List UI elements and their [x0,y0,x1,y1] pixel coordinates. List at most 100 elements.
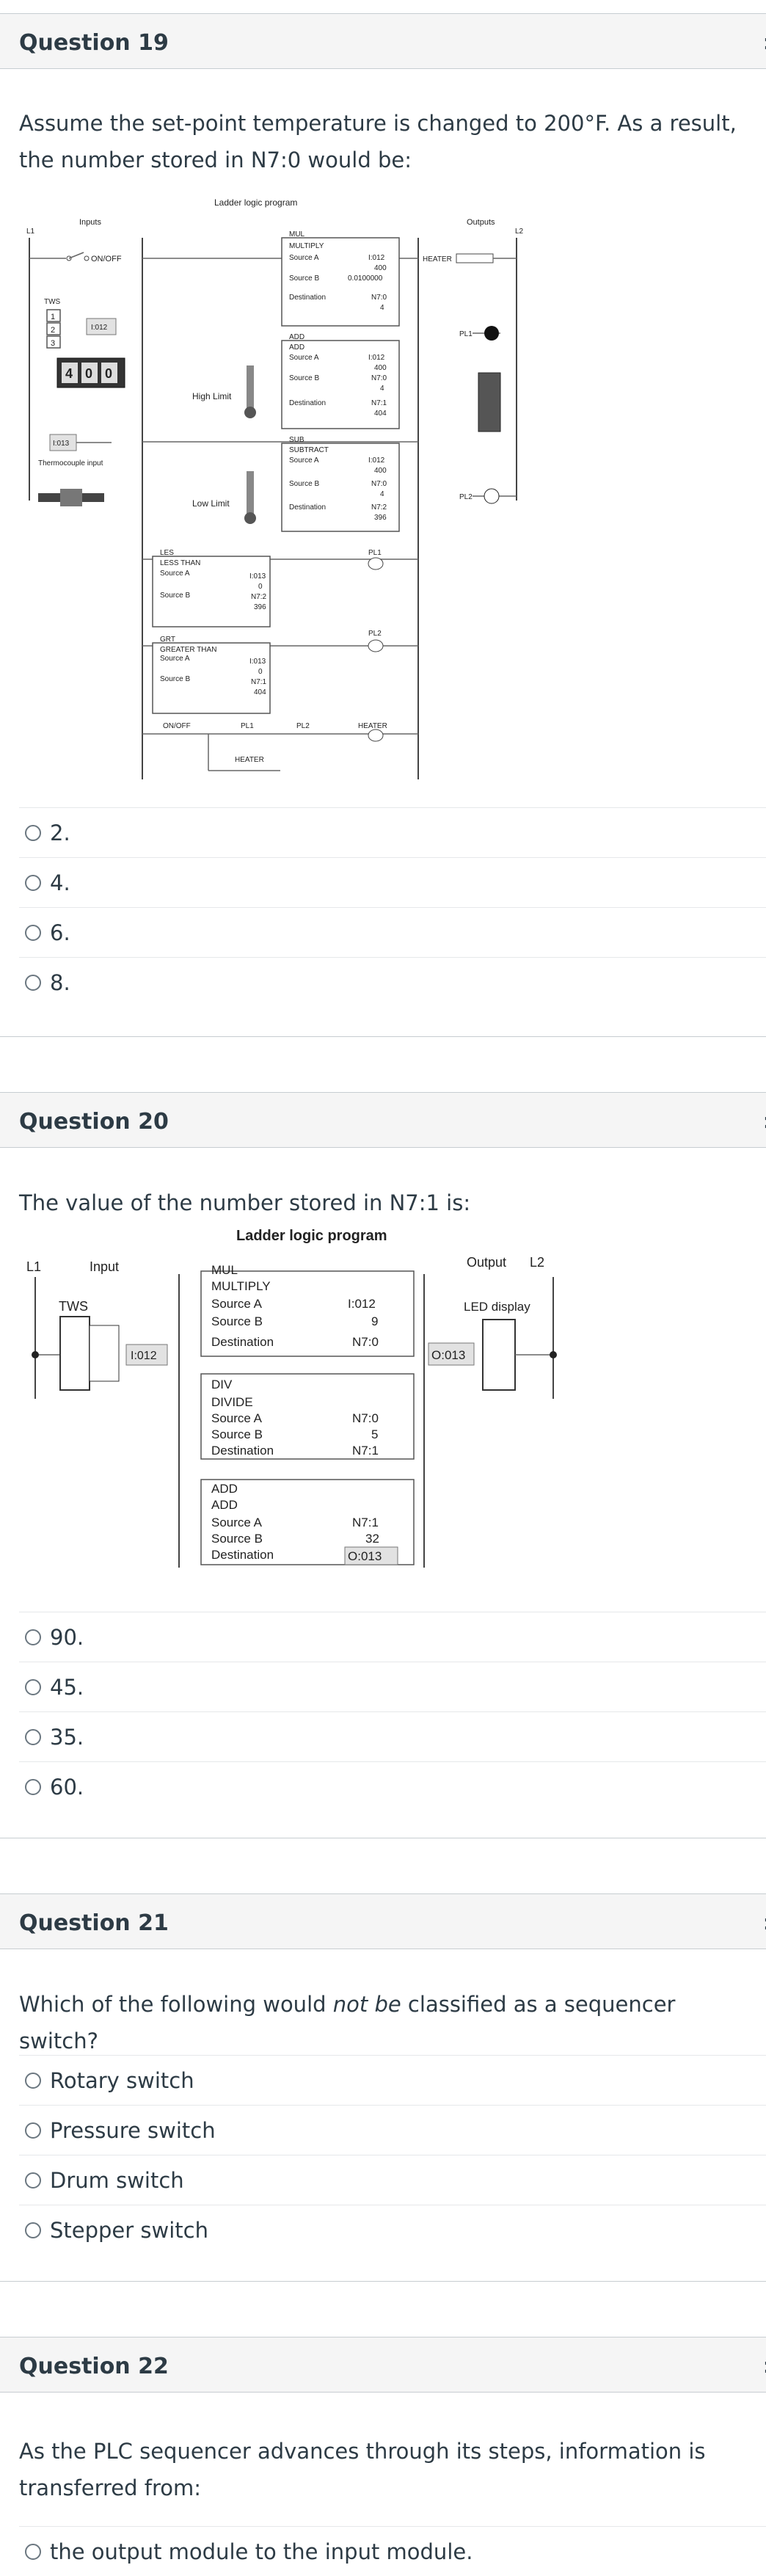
svg-text:MULTIPLY: MULTIPLY [211,1279,271,1293]
svg-text:Source B: Source B [289,274,319,283]
svg-text:LED display: LED display [464,1300,530,1314]
svg-text:Source B: Source B [211,1427,263,1441]
question-22-header: Question 22 : [0,2337,766,2393]
svg-text:Source A: Source A [160,570,190,578]
svg-text:LESS THAN: LESS THAN [160,559,200,567]
question-title: Question 22 [19,2354,169,2379]
radio-button[interactable] [25,2543,41,2560]
question-text: The value of the number stored in N7:1 i… [19,1190,471,1215]
svg-text:Source A: Source A [160,655,190,663]
ladder-diagram-q19: Ladder logic program Inputs Outputs L1 L… [26,197,524,779]
question-20-header: Question 20 : [0,1092,766,1148]
answer-option[interactable]: Drum switch [19,2155,766,2205]
question-21-header: Question 21 : [0,1893,766,1949]
svg-text:GRT: GRT [160,636,175,644]
svg-text:N7:0: N7:0 [371,374,387,382]
svg-text:L1: L1 [26,228,35,236]
radio-button[interactable] [25,1778,41,1795]
svg-text:PL1: PL1 [368,549,382,557]
svg-text:2: 2 [51,326,55,335]
svg-text:9: 9 [371,1314,378,1328]
svg-text:Low Limit: Low Limit [192,498,230,509]
svg-text:I:013: I:013 [249,658,266,666]
svg-text:Source B: Source B [211,1314,263,1328]
svg-text:PL2: PL2 [296,722,310,730]
svg-text:N7:1: N7:1 [352,1444,379,1458]
answer-option[interactable]: 60. [19,1761,766,1811]
answer-option[interactable]: 6. [19,907,766,957]
outputs-label: Outputs [467,218,495,227]
svg-text:0: 0 [105,366,112,381]
question-points-icon: : [763,1910,766,1935]
svg-text:HEATER: HEATER [423,255,452,263]
radio-button[interactable] [25,2122,41,2139]
ladder-diagram-q20: Ladder logic program L1 Input Output L2 … [26,1228,557,1568]
svg-text:High Limit: High Limit [192,391,232,401]
answer-option[interactable]: 45. [19,1662,766,1711]
svg-text:N7:1: N7:1 [371,399,387,407]
question-text: Which of the following would not be clas… [19,1992,676,2053]
svg-text:0.0100000: 0.0100000 [348,274,383,283]
svg-text:Destination: Destination [289,399,326,407]
svg-text:DIV: DIV [211,1378,233,1391]
radio-button[interactable] [25,874,41,891]
svg-text:404: 404 [374,410,387,418]
answer-option[interactable]: Pressure switch [19,2105,766,2155]
svg-text:DIVIDE: DIVIDE [211,1395,253,1409]
answer-option[interactable]: 35. [19,1711,766,1761]
radio-button[interactable] [25,974,41,991]
inputs-label: Inputs [79,218,101,227]
svg-text:0: 0 [258,668,263,676]
svg-text:ADD: ADD [211,1498,238,1512]
divider [0,2281,766,2282]
svg-text:HEATER: HEATER [235,756,264,764]
radio-button[interactable] [25,924,41,941]
radio-button[interactable] [25,1728,41,1745]
svg-text:I:012: I:012 [91,324,108,332]
answer-option[interactable]: 2. [19,807,766,857]
svg-text:I:012: I:012 [131,1350,157,1362]
svg-text:ON/OFF: ON/OFF [91,255,122,263]
radio-button[interactable] [25,2222,41,2238]
radio-button[interactable] [25,1629,41,1645]
svg-text:MULTIPLY: MULTIPLY [289,242,324,250]
svg-text:Source A: Source A [289,354,319,362]
svg-text:ADD: ADD [211,1482,238,1496]
svg-text:N7:0: N7:0 [352,1335,379,1349]
answer-option[interactable]: Stepper switch [19,2205,766,2255]
svg-text:Destination: Destination [289,294,326,302]
answer-list: 90. 45. 35. 60. [19,1612,766,1811]
question-19-header: Question 19 : [0,13,766,69]
answer-option[interactable]: 4. [19,857,766,907]
svg-text:4: 4 [380,304,384,312]
svg-text:Source A: Source A [211,1297,263,1311]
svg-text:N7:2: N7:2 [371,503,387,512]
radio-button[interactable] [25,824,41,841]
question-points-icon: : [763,30,766,55]
answer-option[interactable]: 90. [19,1612,766,1662]
svg-text:396: 396 [374,514,387,522]
svg-text:N7:0: N7:0 [352,1411,379,1425]
svg-text:MUL: MUL [289,230,305,239]
radio-button[interactable] [25,1678,41,1695]
answer-option[interactable]: Rotary switch [19,2055,766,2105]
svg-text:N7:0: N7:0 [371,480,387,488]
svg-text:PL2: PL2 [459,493,473,501]
svg-text:5: 5 [371,1427,378,1441]
svg-text:Ladder logic program: Ladder logic program [236,1228,387,1244]
svg-text:Destination: Destination [289,503,326,512]
svg-text:L2: L2 [530,1255,544,1270]
svg-text:Source A: Source A [211,1516,263,1529]
question-text: As the PLC sequencer advances through it… [19,2439,706,2500]
radio-button[interactable] [25,2072,41,2089]
answer-option[interactable]: 8. [19,957,766,1007]
svg-text:I:012: I:012 [368,254,385,262]
radio-button[interactable] [25,2172,41,2188]
svg-text:HEATER: HEATER [358,722,387,730]
svg-text:SUB: SUB [289,436,304,444]
svg-text:4: 4 [380,490,384,498]
svg-text:GREATER THAN: GREATER THAN [160,646,216,654]
svg-text:Input: Input [90,1259,119,1274]
question-title: Question 21 [19,1910,169,1936]
answer-option[interactable]: the output module to the input module. [19,2526,766,2576]
